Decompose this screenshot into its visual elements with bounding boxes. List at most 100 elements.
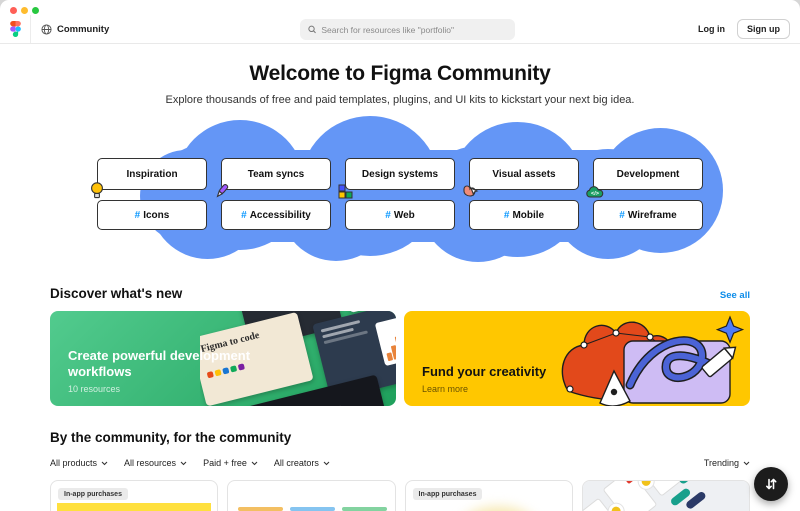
card-bar — [238, 507, 284, 511]
tag-label: Icons — [143, 209, 170, 221]
pencil-icon — [701, 346, 737, 378]
community-nav[interactable]: Community — [41, 24, 109, 35]
banner-resource-count: 10 resources — [68, 384, 121, 394]
hash-icon: # — [503, 209, 510, 221]
chevron-down-icon — [251, 461, 258, 465]
tag-web[interactable]: # Web — [345, 200, 455, 230]
filter-label: All resources — [124, 458, 177, 468]
marker-icon — [214, 183, 230, 199]
filter-all-resources[interactable]: All resources — [124, 458, 187, 468]
search-bar[interactable] — [300, 19, 515, 40]
card-bar — [290, 507, 336, 511]
login-button[interactable]: Log in — [698, 24, 725, 34]
page-subtitle: Explore thousands of free and paid templ… — [165, 94, 635, 106]
topbar-divider — [30, 15, 31, 43]
filter-all-products[interactable]: All products — [50, 458, 108, 468]
resource-grid: In-app purchases → Navigate In-app purch… — [50, 480, 750, 511]
hero: Welcome to Figma Community Explore thous… — [0, 62, 800, 106]
dev-workflows-banner[interactable]: Figma to code — [50, 311, 396, 406]
github-label: GitHub for Dev — [271, 403, 342, 406]
category-label: Development — [616, 168, 680, 180]
banner-title: Fund your creativity — [422, 363, 547, 379]
filter-label: All creators — [273, 458, 319, 468]
topbar: Community Log in Sign up — [0, 15, 800, 44]
resource-card-board[interactable] — [581, 480, 750, 511]
sort-trending[interactable]: Trending — [704, 458, 750, 468]
chevron-down-icon — [101, 461, 108, 465]
auth-controls: Log in Sign up — [698, 19, 790, 39]
filter-label: Paid + free — [203, 458, 247, 468]
discover-section: Discover what's new See all Figma to cod… — [50, 286, 750, 406]
sort-arrows-icon — [766, 478, 777, 490]
category-development[interactable]: Development </> — [586, 158, 703, 198]
category-label: Design systems — [361, 168, 439, 180]
traffic-lights — [10, 7, 39, 14]
filter-bar: All products All resources Paid + free A… — [50, 458, 750, 468]
creativity-illustration — [561, 315, 744, 406]
category-grid: Inspiration Team syncs Design systems Vi… — [91, 158, 703, 230]
resource-card-bars[interactable] — [227, 480, 396, 511]
blocks-icon — [338, 184, 353, 199]
tag-label: Accessibility — [249, 209, 311, 221]
fund-creativity-banner[interactable]: Fund your creativity Learn more — [404, 311, 750, 406]
category-label: Inspiration — [126, 168, 178, 180]
puzzle-cursor-icon — [462, 183, 480, 199]
tag-mobile[interactable]: # Mobile — [469, 200, 579, 230]
minimize-window-icon[interactable] — [21, 7, 28, 14]
svg-text:</>: </> — [591, 191, 599, 197]
chevron-down-icon — [743, 461, 750, 465]
chevron-down-icon — [323, 461, 330, 465]
category-visual-assets[interactable]: Visual assets — [463, 158, 579, 197]
page-title: Welcome to Figma Community — [249, 62, 551, 85]
community-label: Community — [57, 23, 110, 35]
tag-label: Mobile — [512, 209, 545, 221]
category-design-systems[interactable]: Design systems — [338, 158, 455, 199]
discover-heading: Discover what's new — [50, 286, 183, 301]
community-section: By the community, for the community All … — [50, 430, 750, 511]
see-all-link[interactable]: See all — [719, 290, 750, 301]
signup-button[interactable]: Sign up — [737, 19, 790, 39]
sort-fab-button[interactable] — [754, 467, 788, 501]
resource-card-navigate[interactable]: In-app purchases → Navigate — [50, 480, 219, 511]
search-icon — [308, 25, 316, 34]
category-explorer: Inspiration Team syncs Design systems Vi… — [0, 114, 800, 264]
sort-label: Trending — [703, 458, 739, 468]
iap-badge: In-app purchases — [58, 488, 128, 500]
community-heading: By the community, for the community — [50, 430, 292, 445]
lightbulb-icon — [90, 182, 104, 199]
titlebar — [0, 0, 800, 15]
globe-icon — [41, 23, 52, 35]
filter-all-creators[interactable]: All creators — [274, 458, 330, 468]
tag-accessibility[interactable]: # Accessibility — [221, 200, 331, 230]
category-team-syncs[interactable]: Team syncs — [216, 158, 331, 198]
category-label: Team syncs — [247, 168, 305, 180]
card-bar — [342, 507, 388, 511]
code-cloud-icon: </> — [586, 185, 604, 199]
search-input[interactable] — [321, 24, 507, 35]
tag-icons[interactable]: # Icons — [97, 200, 207, 230]
tag-label: Wireframe — [627, 209, 677, 221]
filter-label: All products — [50, 458, 98, 468]
chart-thumb — [374, 311, 396, 367]
sparkle-icon — [715, 315, 744, 344]
hash-icon: # — [385, 209, 391, 221]
tag-wireframe[interactable]: # Wireframe — [593, 200, 703, 230]
iap-badge: In-app purchases — [412, 488, 483, 500]
zoom-window-icon[interactable] — [32, 7, 39, 14]
card-thumbnail: → Navigate — [57, 503, 212, 511]
figma-logo-icon[interactable] — [10, 21, 21, 37]
banner-title: Create powerful development workflows — [68, 347, 251, 379]
filter-paid-free[interactable]: Paid + free — [203, 458, 258, 468]
hash-icon: # — [134, 209, 141, 221]
tag-label: Web — [393, 209, 415, 221]
close-window-icon[interactable] — [10, 7, 17, 14]
chevron-down-icon — [180, 461, 187, 465]
hash-icon: # — [619, 209, 625, 221]
pen-nib-icon — [599, 369, 631, 406]
card-thumbnail — [460, 507, 536, 511]
resource-card-blob[interactable]: In-app purchases — [404, 480, 573, 511]
learn-more-link[interactable]: Learn more — [422, 384, 469, 394]
category-label: Visual assets — [492, 168, 556, 180]
category-inspiration[interactable]: Inspiration — [91, 158, 207, 199]
